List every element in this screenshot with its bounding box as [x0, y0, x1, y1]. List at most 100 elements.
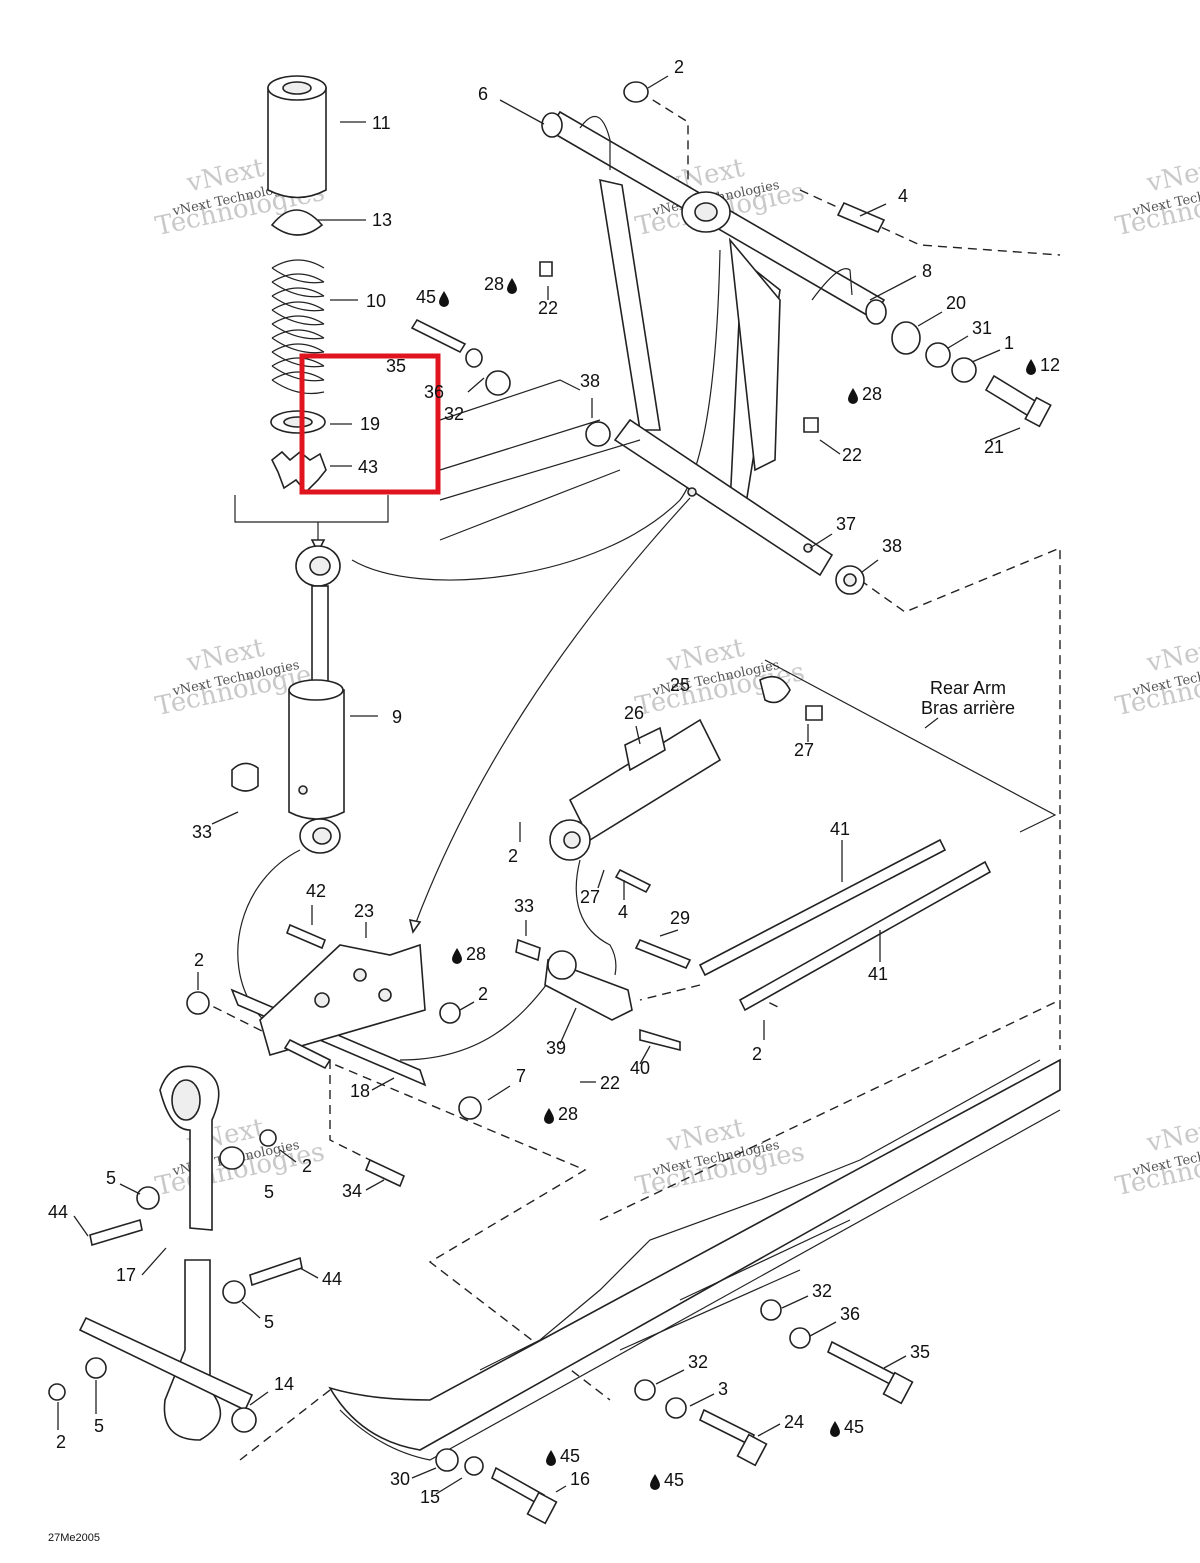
part-number-label: 5 [106, 1168, 116, 1188]
leader-line [555, 1485, 567, 1493]
part-number-label: 20 [946, 293, 966, 313]
part-number-label: 25 [670, 675, 690, 695]
part-number-label: 44 [322, 1269, 342, 1289]
part-number-label: 5 [264, 1312, 274, 1332]
part-number-label: 32 [444, 404, 464, 424]
leader-line [141, 1247, 167, 1276]
part-number-label: 38 [580, 371, 600, 391]
leader-line [279, 1149, 297, 1163]
leader-line [371, 1077, 395, 1091]
part-number-label: 42 [306, 881, 326, 901]
leader-lines [57, 75, 1021, 1495]
part-number-label: 7 [516, 1066, 526, 1086]
part-number-label: 39 [546, 1038, 566, 1058]
part-number-label: 2 [56, 1432, 66, 1452]
part-number-label: 33 [514, 896, 534, 916]
part-number-label: 45 [844, 1417, 864, 1437]
leader-line [119, 1183, 141, 1195]
part-number-label: 32 [812, 1281, 832, 1301]
part-number-label: 14 [274, 1374, 294, 1394]
loctite-drop-icon [848, 388, 858, 404]
part-number-label: 2 [752, 1044, 762, 1064]
part-number-label: 44 [48, 1202, 68, 1222]
part-number-label: 28 [862, 384, 882, 404]
loctite-drop-icon [507, 278, 517, 294]
part-number-label: 43 [358, 457, 378, 477]
leader-line [559, 1007, 577, 1045]
leader-line [947, 335, 969, 349]
leader-line [499, 99, 545, 125]
part-number-label: 8 [922, 261, 932, 281]
leader-line [647, 75, 669, 89]
front-arm-frame [410, 81, 1052, 595]
part-number-label: 28 [558, 1104, 578, 1124]
part-number-label: 19 [360, 414, 380, 434]
part-number-label: 2 [302, 1156, 312, 1176]
part-number-label: 11 [372, 113, 391, 133]
leader-line [781, 1295, 809, 1309]
dashed-assembly-lines [199, 91, 1061, 1461]
leader-line [859, 203, 887, 217]
part-number-label: 28 [484, 274, 504, 294]
part-number-label: 4 [618, 902, 628, 922]
leader-line [819, 439, 841, 455]
leader-line [467, 377, 485, 393]
leader-line [809, 533, 833, 549]
part-number-label: 41 [868, 964, 888, 984]
part-number-label: 22 [600, 1073, 620, 1093]
part-number-label: 41 [830, 819, 850, 839]
part-number-label: 36 [840, 1304, 860, 1324]
part-number-label: 17 [116, 1265, 136, 1285]
rear-arm-assembly [515, 675, 992, 1052]
loctite-drop-icon [439, 291, 449, 307]
part-number-label: 45 [416, 287, 436, 307]
part-number-label: 18 [350, 1081, 370, 1101]
drawing-reference: 27Me2005 [48, 1532, 100, 1544]
part-number-label: 4 [898, 186, 908, 206]
rear-arm-outline [764, 659, 1057, 833]
part-number-label: 10 [366, 291, 386, 311]
leader-line [659, 929, 679, 937]
part-number-label: 2 [194, 950, 204, 970]
part-number-label: 35 [910, 1342, 930, 1362]
part-number-label: 38 [882, 536, 902, 556]
leader-line [299, 1267, 319, 1279]
loctite-drop-icon [830, 1421, 840, 1437]
part-number-label: 27 [580, 887, 600, 907]
highlight-box [299, 353, 441, 495]
part-number-label: 32 [688, 1352, 708, 1372]
part-number-label: 16 [570, 1469, 590, 1489]
loctite-drop-icon [1026, 359, 1036, 375]
loctite-drop-icon [544, 1108, 554, 1124]
leader-line [211, 811, 239, 825]
part-number-label: 33 [192, 822, 212, 842]
part-number-label: 37 [836, 514, 856, 534]
leader-line [597, 869, 605, 889]
leader-line [249, 1391, 269, 1406]
loctite-drop-icon [546, 1450, 556, 1466]
leader-line [757, 1423, 781, 1437]
loctite-drop-icon [452, 948, 462, 964]
part-number-label: 6 [478, 84, 488, 104]
leader-line [241, 1301, 261, 1319]
leader-line [861, 559, 879, 573]
lower-pivot-bracket [186, 923, 482, 1188]
part-number-label: 29 [670, 908, 690, 928]
leader-line [869, 275, 917, 301]
leader-line [917, 311, 943, 327]
shock-spring-stack [231, 75, 345, 854]
rear-arm-arrow [924, 717, 939, 729]
part-number-label: 2 [478, 984, 488, 1004]
part-number-label: 23 [354, 901, 374, 921]
part-number-label: 24 [784, 1412, 804, 1432]
leader-line [989, 427, 1021, 441]
part-number-label: 45 [664, 1470, 684, 1490]
leader-line [883, 1355, 907, 1369]
